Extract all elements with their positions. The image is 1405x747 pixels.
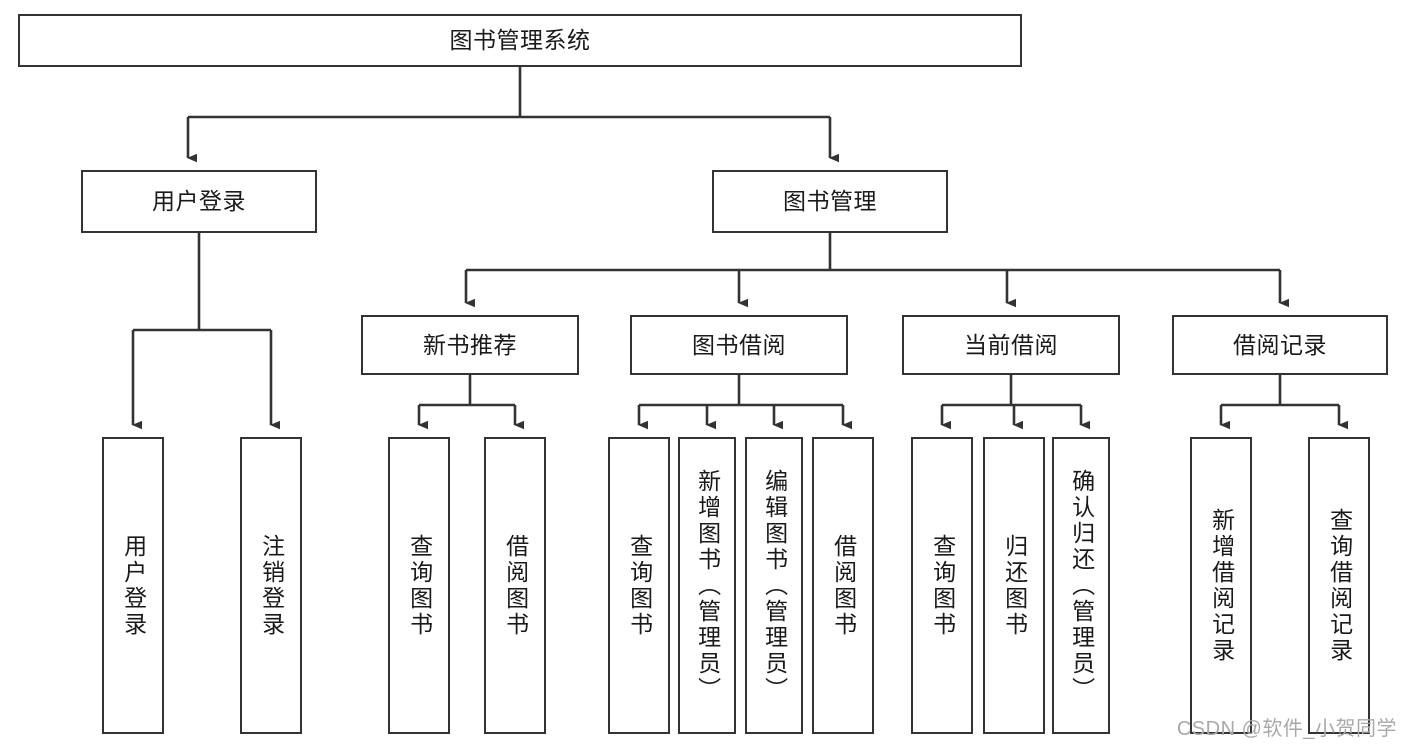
leaf-query-book-3[interactable]: 查询图书 — [911, 437, 973, 734]
node-user-login-label: 用户登录 — [152, 188, 246, 214]
leaf-add-record-label: 新增借阅记录 — [1208, 507, 1235, 664]
node-book-manage-label: 图书管理 — [783, 188, 877, 214]
node-current-borrow[interactable]: 当前借阅 — [902, 315, 1120, 375]
leaf-borrow-book-1[interactable]: 借阅图书 — [484, 437, 546, 734]
leaf-query-book-1-label: 查询图书 — [406, 533, 433, 638]
node-book-manage[interactable]: 图书管理 — [712, 170, 948, 233]
leaf-add-book[interactable]: 新增图书（管理员） — [678, 437, 736, 734]
leaf-user-logout-label: 注销登录 — [258, 533, 285, 638]
leaf-user-logout[interactable]: 注销登录 — [240, 437, 302, 734]
node-user-login[interactable]: 用户登录 — [81, 170, 317, 233]
leaf-edit-book[interactable]: 编辑图书（管理员） — [745, 437, 803, 734]
node-borrow-record[interactable]: 借阅记录 — [1172, 315, 1388, 375]
leaf-query-record[interactable]: 查询借阅记录 — [1308, 437, 1370, 734]
node-book-borrow-label: 图书借阅 — [692, 331, 786, 358]
leaf-borrow-book-2-label: 借阅图书 — [830, 533, 857, 638]
watermark-text: CSDN @软件_小贺同学 — [1176, 718, 1397, 740]
leaf-add-record[interactable]: 新增借阅记录 — [1190, 437, 1252, 734]
leaf-borrow-book-1-label: 借阅图书 — [502, 533, 529, 638]
node-new-book-rec-label: 新书推荐 — [423, 331, 517, 358]
leaf-confirm-return[interactable]: 确认归还（管理员） — [1052, 437, 1110, 734]
node-book-borrow[interactable]: 图书借阅 — [630, 315, 848, 375]
node-root-label: 图书管理系统 — [449, 27, 591, 53]
node-current-borrow-label: 当前借阅 — [964, 331, 1058, 358]
leaf-edit-book-label: 编辑图书（管理员） — [761, 468, 788, 703]
leaf-add-book-label: 新增图书（管理员） — [694, 468, 721, 703]
leaf-query-book-3-label: 查询图书 — [929, 533, 956, 638]
leaf-query-book-1[interactable]: 查询图书 — [388, 437, 450, 734]
node-root[interactable]: 图书管理系统 — [18, 14, 1022, 67]
leaf-return-book[interactable]: 归还图书 — [983, 437, 1045, 734]
leaf-return-book-label: 归还图书 — [1001, 533, 1028, 638]
leaf-query-book-2[interactable]: 查询图书 — [608, 437, 670, 734]
node-new-book-rec[interactable]: 新书推荐 — [361, 315, 579, 375]
node-borrow-record-label: 借阅记录 — [1233, 331, 1327, 358]
leaf-user-login-label: 用户登录 — [120, 533, 147, 638]
leaf-query-book-2-label: 查询图书 — [626, 533, 653, 638]
leaf-confirm-return-label: 确认归还（管理员） — [1068, 468, 1095, 703]
leaf-user-login[interactable]: 用户登录 — [102, 437, 164, 734]
leaf-borrow-book-2[interactable]: 借阅图书 — [812, 437, 874, 734]
leaf-query-record-label: 查询借阅记录 — [1326, 507, 1353, 664]
